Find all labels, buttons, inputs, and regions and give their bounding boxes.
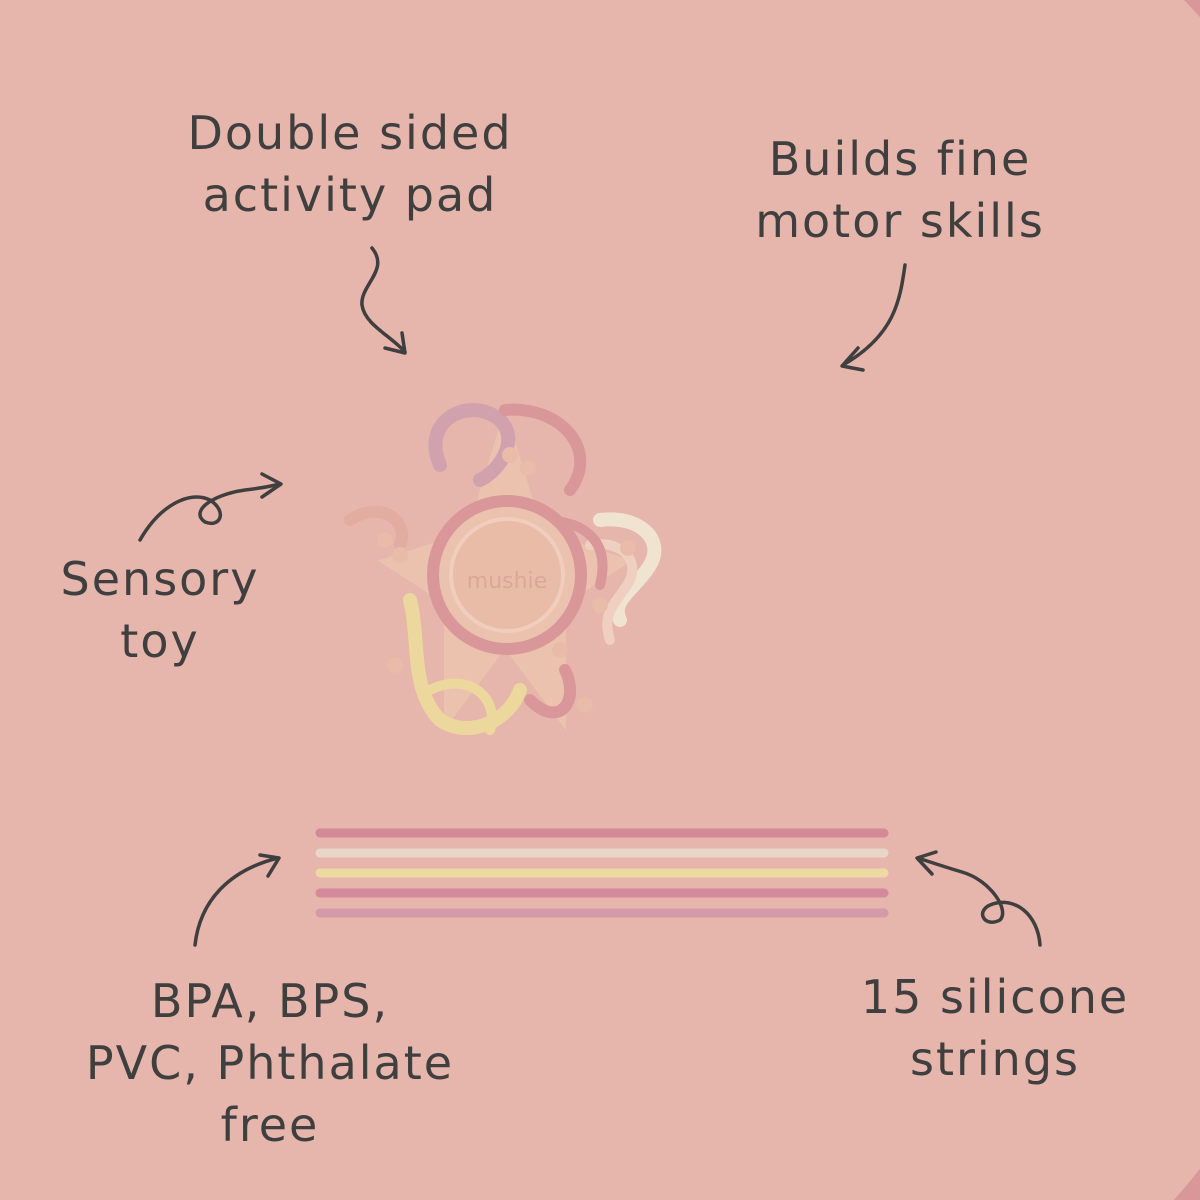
arrow-sensory xyxy=(138,472,283,542)
maze-beads xyxy=(377,447,636,713)
arrow-fine-motor xyxy=(840,263,907,372)
label-silicone-strings: 15 silicone strings xyxy=(860,970,1130,1086)
annotation-arrows xyxy=(138,246,1042,947)
pad-maze-grooves xyxy=(310,373,700,753)
silicone-strings xyxy=(315,828,889,918)
label-materials-free: BPA, BPS, PVC, Phthalate free xyxy=(85,974,455,1152)
label-sensory-toy: Sensory toy xyxy=(60,552,260,668)
label-fine-motor: Builds fine motor skills xyxy=(755,132,1045,248)
arrow-strings xyxy=(915,850,1042,947)
brand-logo: mushie xyxy=(467,569,547,594)
arrow-materials xyxy=(193,853,281,947)
arrow-double-sided xyxy=(360,246,407,355)
label-double-sided: Double sided activity pad xyxy=(187,106,513,222)
center-disc xyxy=(427,495,587,655)
